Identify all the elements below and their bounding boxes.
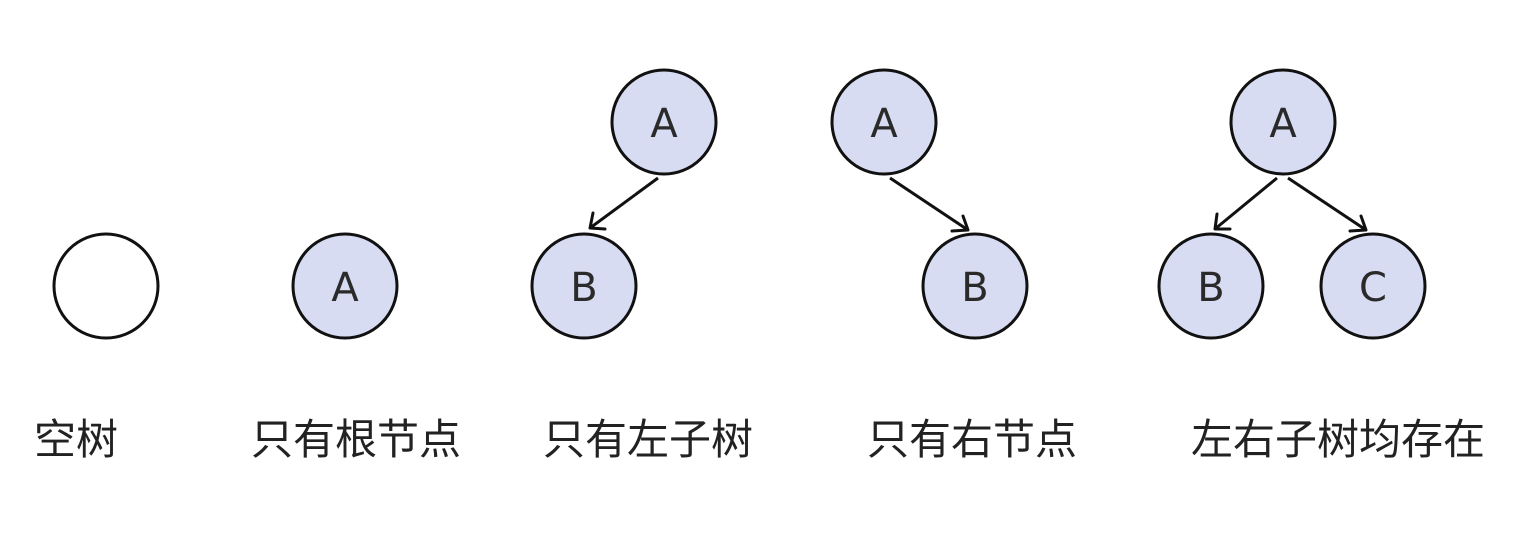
arrowhead-right [950,214,970,233]
node-b-circle [921,232,1029,340]
edge-a-to-b [1214,176,1278,231]
arrowhead-left [588,211,607,231]
node-a-circle [291,232,399,340]
node-b-label: B [1197,265,1224,311]
node-c-label: C [1359,265,1387,311]
root-only-group: A [291,232,399,340]
caption-root-only: 只有根节点 [251,415,462,464]
arrowhead-right [1348,214,1368,233]
node-b-circle [1157,232,1265,340]
node-a-circle [830,68,938,176]
node-a-label: A [870,101,898,147]
node-b-label: B [961,265,988,311]
node-a-label: A [650,101,678,147]
right-node-group: A B [830,68,1029,340]
caption-empty-tree: 空树 [34,415,119,464]
node-b-circle [530,232,638,340]
empty-tree-group [52,232,160,340]
caption-both-subtrees: 左右子树均存在 [1191,415,1486,464]
edge-a-to-b-right [889,176,969,232]
arrowhead-left [1213,212,1232,231]
edge-a-to-c [1287,176,1367,232]
caption-right-node-only: 只有右节点 [867,415,1078,464]
edge-a-to-b-left [589,176,659,230]
both-subtrees-group: A B C [1157,68,1427,340]
node-a-label: A [331,265,359,311]
node-c-circle [1319,232,1427,340]
node-b-label: B [570,265,597,311]
node-a-circle [1229,68,1337,176]
empty-node [52,232,160,340]
left-subtree-group: A B [530,68,718,340]
caption-left-subtree-only: 只有左子树 [543,415,754,464]
node-a-label: A [1269,101,1297,147]
node-a-circle [610,68,718,176]
